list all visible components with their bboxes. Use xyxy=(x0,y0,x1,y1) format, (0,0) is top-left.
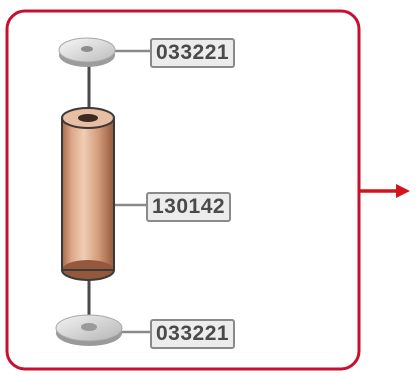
cylindrical-sleeve-icon xyxy=(61,107,115,281)
washer-icon xyxy=(58,37,116,67)
part-number-label-bottom-washer: 033221 xyxy=(150,319,236,349)
arrow-right-icon xyxy=(359,184,410,198)
part-number-label-top-washer: 033221 xyxy=(150,38,236,68)
washer-icon xyxy=(55,314,123,346)
part-number-label-sleeve: 130142 xyxy=(146,192,232,222)
